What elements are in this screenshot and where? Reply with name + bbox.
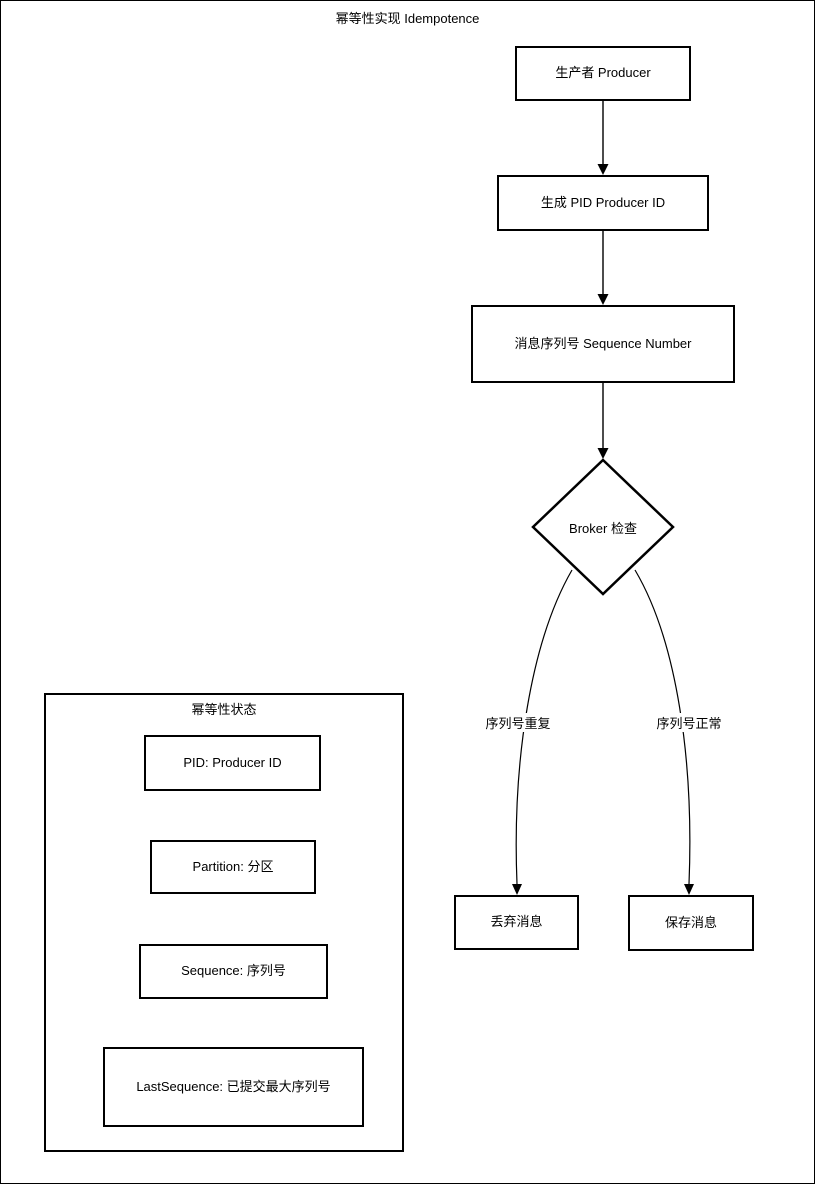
diagram-title: 幂等性实现 Idempotence — [335, 11, 480, 26]
arrow-sequence-to-broker — [597, 383, 609, 459]
edge-label-duplicate: 序列号重复 — [463, 713, 573, 732]
edge-normal — [634, 569, 694, 895]
edge-label-normal: 序列号正常 — [634, 713, 744, 732]
node-discard-message: 丢弃消息 — [454, 895, 579, 950]
node-producer: 生产者 Producer — [515, 46, 691, 101]
state-panel-title: 幂等性状态 — [191, 702, 257, 717]
node-sequence-number: 消息序列号 Sequence Number — [471, 305, 735, 383]
edge-duplicate — [512, 569, 573, 895]
state-item-pid: PID: Producer ID — [144, 735, 321, 791]
node-generate-pid: 生成 PID Producer ID — [497, 175, 709, 231]
state-item-last-sequence: LastSequence: 已提交最大序列号 — [103, 1047, 364, 1127]
node-broker-check-label: Broker 检查 — [569, 520, 637, 536]
node-save-message: 保存消息 — [628, 895, 754, 951]
state-item-sequence: Sequence: 序列号 — [139, 944, 328, 999]
arrow-producer-to-pid — [597, 101, 609, 175]
state-item-partition: Partition: 分区 — [150, 840, 316, 894]
arrow-pid-to-sequence — [597, 231, 609, 305]
